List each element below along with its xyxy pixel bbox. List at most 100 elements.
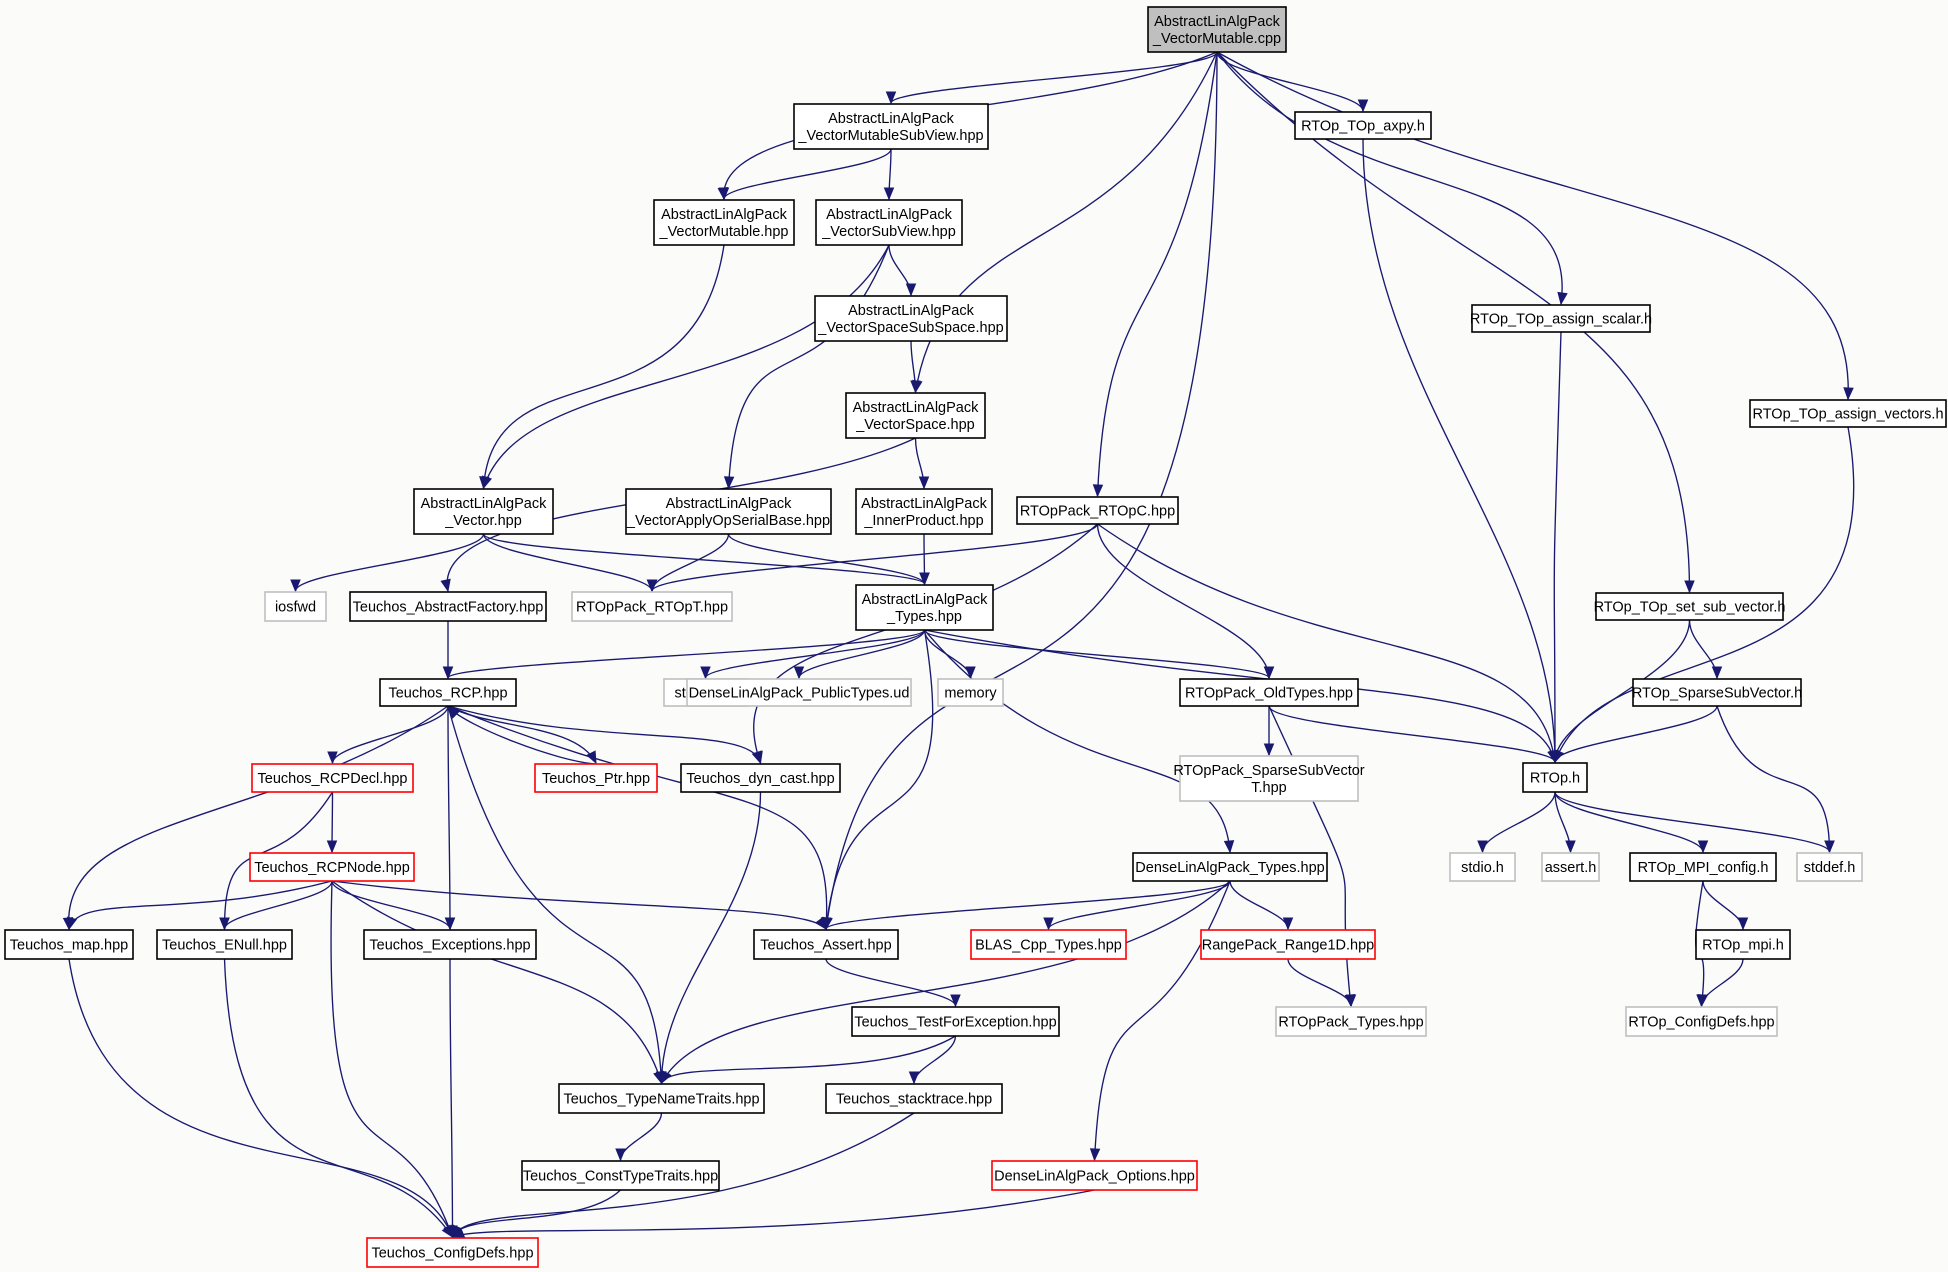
node-box: [1541, 852, 1600, 882]
edge-rtoph-to-stdio: [1481, 791, 1556, 853]
arrowhead-ptr-to-rcp: [447, 706, 460, 719]
node-box: [1179, 678, 1359, 707]
node-ascalar[interactable]: RTOp_TOp_assign_scalar.h: [1470, 304, 1652, 333]
node-configdefs[interactable]: Teuchos_ConfigDefs.hpp: [366, 1237, 539, 1268]
node-label: RTOpPack_SparseSubVector: [1173, 763, 1364, 779]
node-stdio[interactable]: stdio.h: [1449, 852, 1516, 882]
node-rtopconfig[interactable]: RTOp_ConfigDefs.hpp: [1625, 1006, 1778, 1037]
arrowhead-dlaoptions-to-configdefs: [451, 1227, 466, 1238]
node-ptr[interactable]: Teuchos_Ptr.hpp: [534, 763, 658, 793]
node-label: RTOpPack_RTOpT.hpp: [576, 600, 728, 616]
node-axpy[interactable]: RTOp_TOp_axpy.h: [1294, 111, 1432, 140]
node-box: [680, 763, 841, 793]
arrowhead-rtoph-to-asserth: [1565, 840, 1576, 854]
node-vec[interactable]: AbstractLinAlgPack_Vector.hpp: [413, 488, 554, 535]
node-label: AbstractLinAlgPack: [828, 111, 954, 127]
node-oldtypes[interactable]: RTOpPack_OldTypes.hpp: [1179, 678, 1359, 707]
edge-vsv-to-vec: [482, 244, 890, 489]
node-types[interactable]: AbstractLinAlgPack_Types.hpp: [855, 584, 994, 631]
node-map[interactable]: Teuchos_map.hpp: [4, 929, 134, 960]
node-testforexc[interactable]: Teuchos_TestForException.hpp: [851, 1006, 1060, 1037]
node-box: [793, 103, 989, 150]
edge-vaosb-to-rtopt: [651, 533, 730, 592]
edge-root-to-axpy: [1216, 51, 1364, 112]
node-asserth[interactable]: assert.h: [1541, 852, 1600, 882]
node-rtoph[interactable]: RTOp.h: [1522, 762, 1588, 793]
node-exceptions[interactable]: Teuchos_Exceptions.hpp: [363, 929, 537, 960]
node-label: Teuchos_TypeNameTraits.hpp: [563, 1092, 759, 1108]
node-dlatypes[interactable]: DenseLinAlgPack_Types.hpp: [1132, 852, 1328, 882]
edge-setsub-to-rtoph: [1554, 619, 1691, 763]
node-vmsv[interactable]: AbstractLinAlgPack_VectorMutableSubView.…: [793, 103, 989, 150]
node-box: [1695, 929, 1791, 960]
node-box: [855, 584, 994, 631]
edge-stacktrace-to-configdefs: [451, 1112, 915, 1238]
node-rcpdecl[interactable]: Teuchos_RCPDecl.hpp: [251, 763, 414, 793]
edge-exceptions-to-configdefs: [449, 958, 454, 1238]
node-rtoptypes[interactable]: RTOpPack_Types.hpp: [1275, 1006, 1427, 1037]
node-box: [1200, 929, 1376, 960]
node-range1d[interactable]: RangePack_Range1D.hpp: [1200, 929, 1376, 960]
node-consttype[interactable]: Teuchos_ConstTypeTraits.hpp: [521, 1160, 720, 1191]
node-setsub[interactable]: RTOp_TOp_set_sub_vector.h: [1594, 592, 1786, 621]
node-dlaoptions[interactable]: DenseLinAlgPack_Options.hpp: [991, 1160, 1198, 1191]
arrowhead-mpiconfig-to-rtopmpi: [1737, 917, 1749, 931]
arrowhead-root-to-avectors: [1843, 387, 1854, 401]
edge-ptr-to-rcp: [447, 706, 597, 765]
node-dlapub[interactable]: DenseLinAlgPack_PublicTypes.ud: [686, 678, 912, 707]
edge-rcpnode-to-enull: [223, 880, 333, 930]
node-label: DenseLinAlgPack_PublicTypes.ud: [689, 686, 910, 702]
node-label: _VectorSubView.hpp: [821, 224, 956, 240]
node-avectors[interactable]: RTOp_TOp_assign_vectors.h: [1749, 399, 1947, 428]
node-box: [413, 488, 554, 535]
node-rcpnode[interactable]: Teuchos_RCPNode.hpp: [249, 852, 415, 882]
node-vm[interactable]: AbstractLinAlgPack_VectorMutable.hpp: [653, 199, 795, 246]
edge-vec-to-types: [482, 533, 926, 585]
node-rtopc[interactable]: RTOpPack_RTOpC.hpp: [1016, 496, 1179, 525]
node-tassert[interactable]: Teuchos_Assert.hpp: [753, 929, 899, 960]
node-typename[interactable]: Teuchos_TypeNameTraits.hpp: [558, 1083, 765, 1114]
edge-rcp-to-rcpdecl: [331, 705, 449, 764]
node-stddef[interactable]: stddef.h: [1796, 852, 1863, 882]
node-rcp[interactable]: Teuchos_RCP.hpp: [379, 678, 517, 707]
node-memory[interactable]: memory: [937, 678, 1004, 707]
node-vs[interactable]: AbstractLinAlgPack_VectorSpace.hpp: [845, 392, 986, 439]
node-box: [1522, 762, 1588, 793]
node-dyncast[interactable]: Teuchos_dyn_cast.hpp: [680, 763, 841, 793]
edge-rtopc-to-rtoph: [1097, 523, 1556, 763]
node-enull[interactable]: Teuchos_ENull.hpp: [156, 929, 293, 960]
node-box: [851, 1006, 1060, 1037]
edge-rtoph-to-stddef: [1554, 791, 1831, 853]
node-rtopt[interactable]: RTOpPack_RTOpT.hpp: [571, 591, 733, 622]
node-box: [521, 1160, 720, 1191]
edge-types-to-stdexcept: [704, 629, 926, 679]
node-root[interactable]: AbstractLinAlgPack_VectorMutable.cpp: [1147, 6, 1287, 53]
node-label: iosfwd: [275, 600, 316, 616]
node-label: Teuchos_dyn_cast.hpp: [686, 771, 834, 787]
node-label: Teuchos_map.hpp: [10, 938, 129, 954]
node-vsss[interactable]: AbstractLinAlgPack_VectorSpaceSubSpace.h…: [814, 295, 1008, 342]
node-stacktrace[interactable]: Teuchos_stacktrace.hpp: [825, 1083, 1003, 1114]
edge-vec-to-rtopt: [482, 533, 653, 592]
node-label: RTOp_TOp_assign_vectors.h: [1752, 407, 1943, 423]
node-label: DenseLinAlgPack_Types.hpp: [1135, 860, 1324, 876]
node-absfact[interactable]: Teuchos_AbstractFactory.hpp: [349, 591, 547, 622]
node-rtopmpi[interactable]: RTOp_mpi.h: [1695, 929, 1791, 960]
node-vaosb[interactable]: AbstractLinAlgPack_VectorApplyOpSerialBa…: [625, 488, 832, 535]
node-vsv[interactable]: AbstractLinAlgPack_VectorSubView.hpp: [815, 199, 963, 246]
node-box: [1275, 1006, 1427, 1037]
node-ip[interactable]: AbstractLinAlgPack_InnerProduct.hpp: [855, 488, 993, 535]
node-label: DenseLinAlgPack_Options.hpp: [994, 1169, 1195, 1185]
arrowhead-dlatypes-to-range1d: [1282, 917, 1294, 931]
node-mpiconfig[interactable]: RTOp_MPI_config.h: [1629, 852, 1777, 882]
node-iosfwd[interactable]: iosfwd: [264, 591, 327, 622]
edge-vm-to-vec: [482, 244, 725, 489]
node-sparsesub[interactable]: RTOp_SparseSubVector.h: [1632, 678, 1802, 707]
edge-vmsv-to-vm: [723, 148, 892, 200]
arrowhead-rcpnode-to-enull: [219, 917, 230, 931]
node-blas[interactable]: BLAS_Cpp_Types.hpp: [970, 929, 1127, 960]
node-label: Teuchos_AbstractFactory.hpp: [353, 600, 544, 616]
edge-rtopc-to-oldtypes: [1096, 523, 1270, 679]
edge-rcp-to-tassert: [447, 705, 828, 930]
